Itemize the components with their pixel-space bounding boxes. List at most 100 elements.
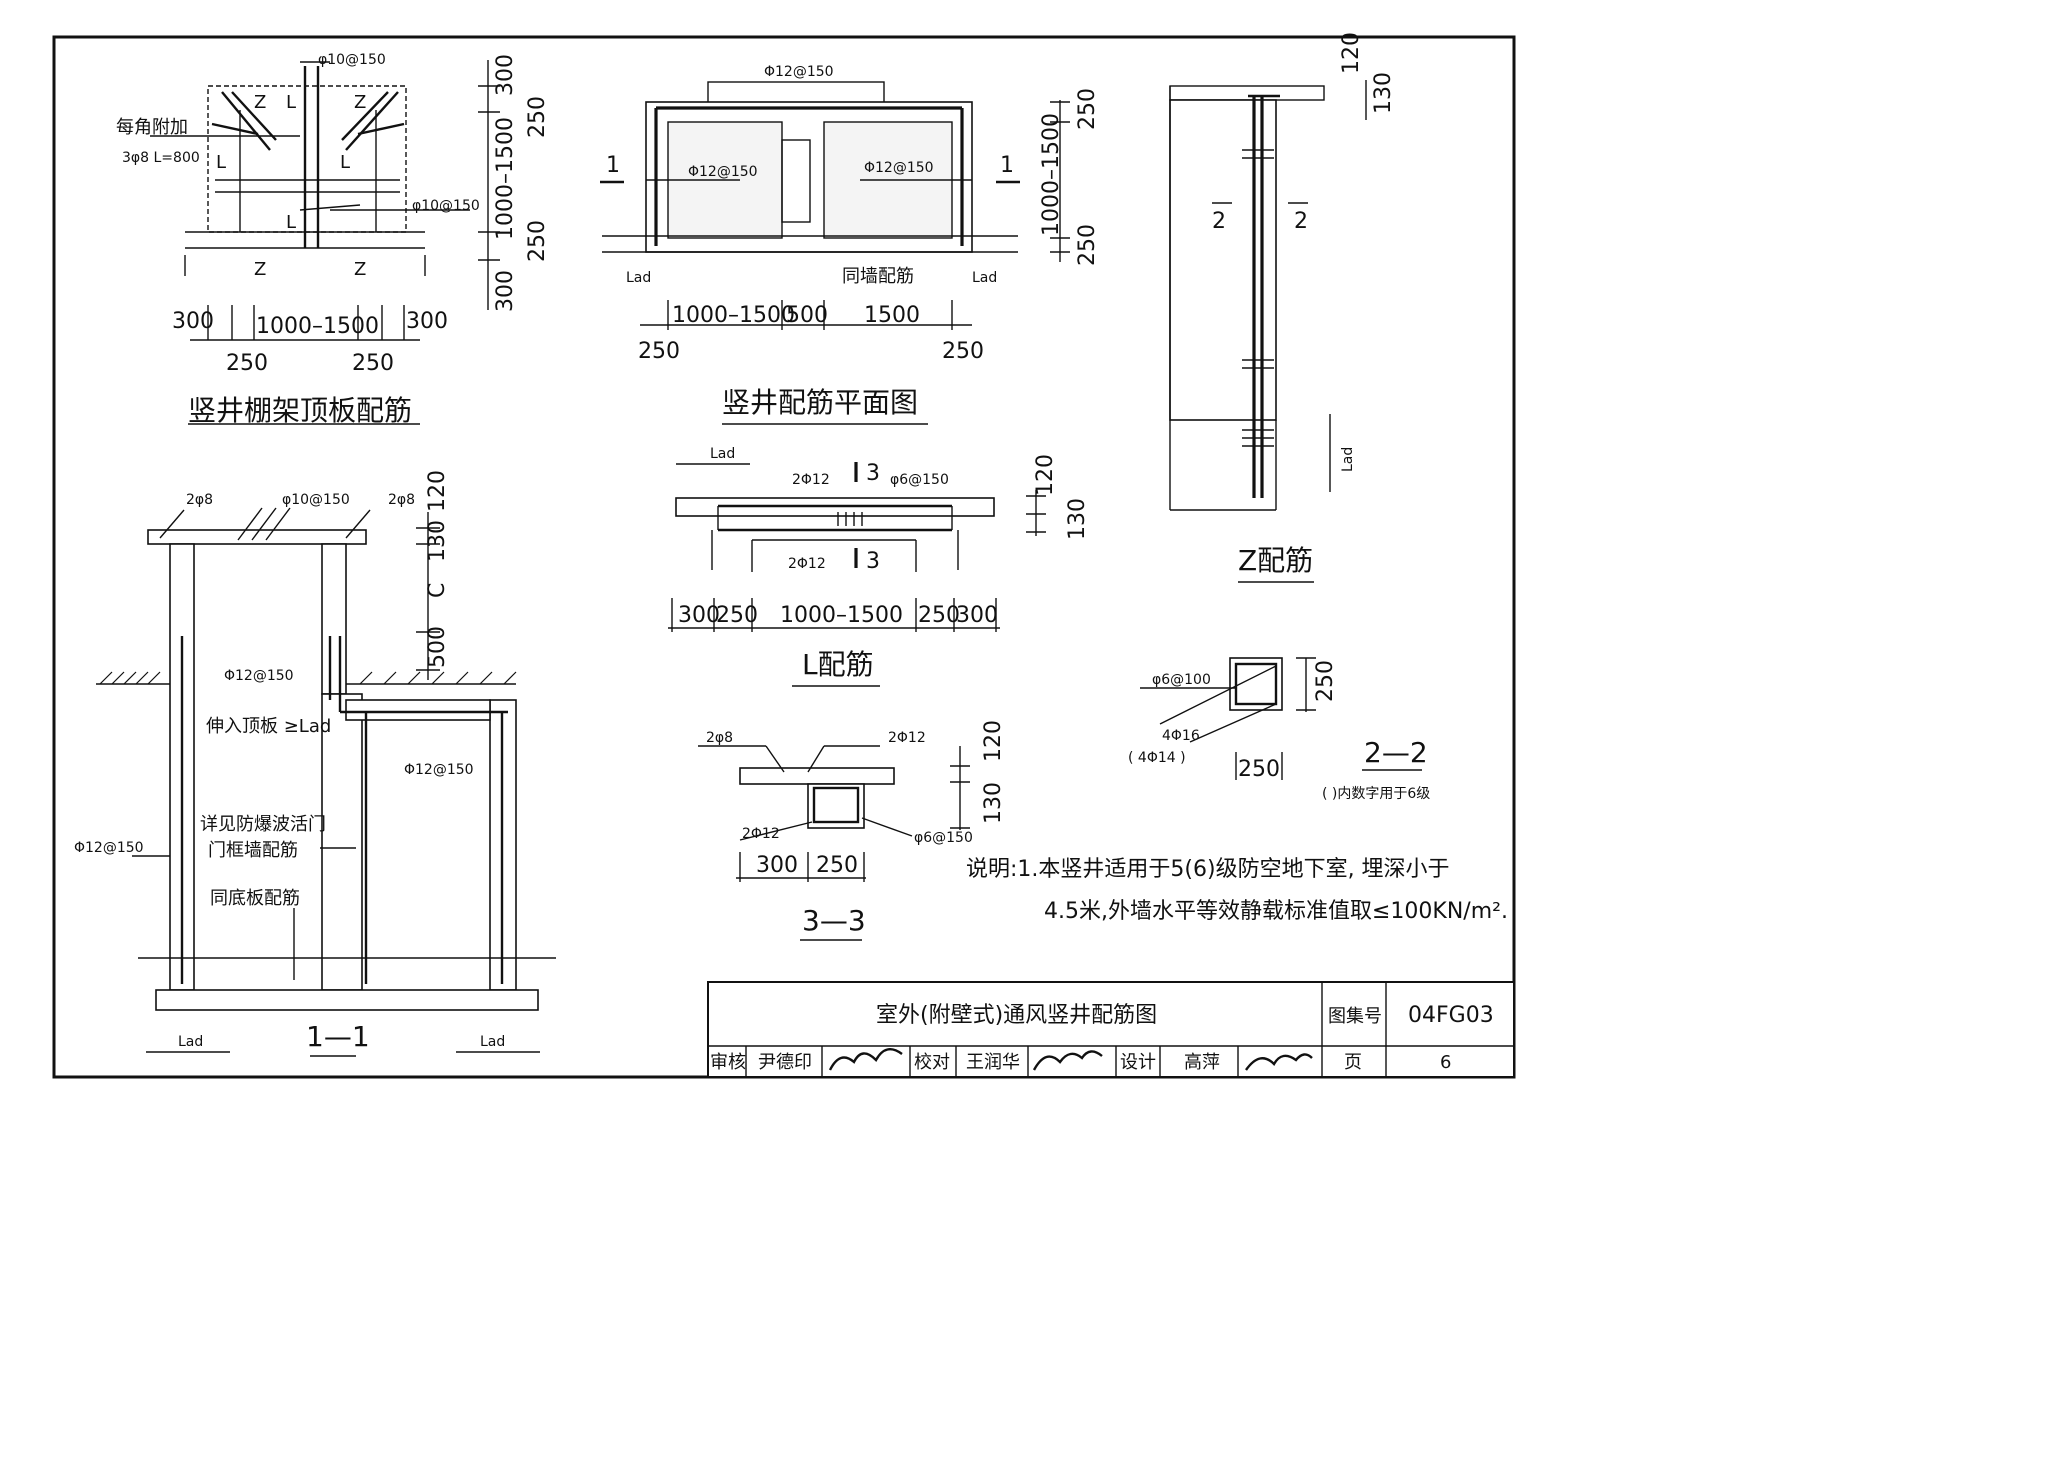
plan-dim-250b: 250 <box>942 339 984 364</box>
review-label: 审核 <box>710 1052 746 1073</box>
roof-label-l-left: L <box>216 152 226 173</box>
lbar-vdim-130: 130 <box>1065 498 1090 540</box>
roof-label-z1: Z <box>254 92 266 113</box>
zbar-dim-120: 120 <box>1339 32 1364 74</box>
page-number: 6 <box>1440 1052 1451 1073</box>
s11-shaft-wall <box>321 543 347 695</box>
s11-vdim-120: 120 <box>425 470 450 512</box>
s22-dim-width: 250 <box>1238 757 1280 782</box>
checker-signature <box>1032 1050 1103 1071</box>
lbar-section-mark-top: 3 <box>866 461 880 486</box>
lbar-rebar-stirrup: φ6@150 <box>890 472 949 488</box>
drawing-sheet: φ10@150 每角附加 3φ8 L=800 φ10@150 Z L Z L L… <box>52 32 1516 1079</box>
roof-corner-note-1: 每角附加 <box>116 117 188 138</box>
roof-vdim-250a: 250 <box>525 96 550 138</box>
roof-label-z-br: Z <box>354 259 366 280</box>
plan-title: 竖井配筋平面图 <box>722 386 918 419</box>
lbar-rebar-2phi12-top: 2Φ12 <box>792 472 830 488</box>
atlas-label: 图集号 <box>1328 1006 1382 1027</box>
plan-dim-250a: 250 <box>638 339 680 364</box>
roof-dim-250a: 250 <box>226 351 268 376</box>
section-3-3-detail <box>698 745 970 941</box>
s11-rebar-phi12-a: Φ12@150 <box>224 668 294 684</box>
zbar-section-mark-right: 2 <box>1294 209 1308 234</box>
s33-vdim-120: 120 <box>981 720 1006 762</box>
lbar-title: L配筋 <box>802 648 874 681</box>
lbar-vdim-120: 120 <box>1033 454 1058 496</box>
roof-vdim-range: 1000–1500 <box>493 117 518 240</box>
s11-into-roof-note: 伸入顶板 ≥Lad <box>206 716 331 737</box>
s33-beam <box>807 783 865 829</box>
roof-label-z-bl: Z <box>254 259 266 280</box>
s22-dim-height: 250 <box>1313 660 1338 702</box>
plan-rebar-right: Φ12@150 <box>864 160 934 176</box>
lbar-dim-range: 1000–1500 <box>780 603 903 628</box>
checker-name: 王润华 <box>966 1052 1020 1073</box>
roof-rebar-top: φ10@150 <box>318 52 386 68</box>
s11-roof-slab <box>147 529 367 545</box>
s22-stirrup <box>1234 662 1278 706</box>
s11-vdim-500: 500 <box>425 626 450 668</box>
page-label: 页 <box>1344 1052 1362 1073</box>
s22-rebar-stirrup: φ6@100 <box>1152 672 1211 688</box>
plan-vdim-range: 1000–1500 <box>1039 113 1064 236</box>
designer-signature <box>1245 1053 1313 1071</box>
lbar-section-mark-bottom: 3 <box>866 549 880 574</box>
zbar-title: Z配筋 <box>1238 544 1313 577</box>
s22-title: 2—2 <box>1364 736 1428 769</box>
plan-rebar-top: Φ12@150 <box>764 64 834 80</box>
plan-vdim-250b: 250 <box>1075 224 1100 266</box>
plan-dim-range: 1000–1500 <box>672 303 795 328</box>
title-block <box>707 981 1515 1078</box>
zbar-wall <box>1169 99 1277 421</box>
notes-line-2: 4.5米,外墙水平等效静载标准值取≤100KN/m². <box>1044 899 1508 924</box>
roof-title: 竖井棚架顶板配筋 <box>188 394 412 427</box>
roof-vdim-250b: 250 <box>525 220 550 262</box>
lbar-dim-250a: 250 <box>716 603 758 628</box>
check-label: 校对 <box>914 1052 950 1073</box>
reviewer-name: 尹德印 <box>758 1052 812 1073</box>
roof-vdim-300b: 300 <box>493 270 518 312</box>
s11-door-note-1: 详见防爆波活门 <box>200 814 326 835</box>
s33-rebar-2phi12-bottom: 2Φ12 <box>742 826 780 842</box>
roof-dim-300a: 300 <box>172 309 214 334</box>
s11-lad-left: Lad <box>178 1034 203 1050</box>
s33-rebar-2phi12-top: 2Φ12 <box>888 730 926 746</box>
s11-floor-note: 同底板配筋 <box>210 888 300 909</box>
s33-rebar-2phi8: 2φ8 <box>706 730 733 746</box>
plan-section-mark-left: 1 <box>606 153 620 178</box>
s33-stirrup <box>812 786 860 824</box>
zbar-lad: Lad <box>1340 447 1356 472</box>
s33-title: 3—3 <box>802 904 866 937</box>
s11-rebar-2phi8-left: 2φ8 <box>186 492 213 508</box>
roof-dim-300b: 300 <box>406 309 448 334</box>
reviewer-signature <box>828 1048 903 1071</box>
zbar-slab <box>1169 85 1325 101</box>
lbar-detail <box>668 462 1046 687</box>
s11-floor-slab <box>155 989 539 1011</box>
notes-line-1: 说明:1.本竖井适用于5(6)级防空地下室, 埋深小于 <box>966 857 1450 882</box>
plan-lad-right: Lad <box>972 270 997 286</box>
s11-rebar-phi12-b: Φ12@150 <box>404 762 474 778</box>
section-2-2-detail <box>1140 657 1422 780</box>
s22-column <box>1229 657 1283 711</box>
lbar-rebar-2phi12-bottom: 2Φ12 <box>788 556 826 572</box>
plan-door <box>781 139 811 223</box>
design-label: 设计 <box>1120 1052 1156 1073</box>
designer-name: 高萍 <box>1184 1052 1220 1073</box>
plan-rebar-left: Φ12@150 <box>688 164 758 180</box>
s22-rebar-main-grade6: ( 4Φ14 ) <box>1128 750 1186 766</box>
roof-dim-range: 1000–1500 <box>256 314 379 339</box>
lbar-lad: Lad <box>710 446 735 462</box>
plan-lad-left: Lad <box>626 270 651 286</box>
s33-vdim-130: 130 <box>981 782 1006 824</box>
roof-slab-detail <box>150 60 500 425</box>
s11-title: 1—1 <box>306 1020 370 1053</box>
zbar-dim-130: 130 <box>1371 72 1396 114</box>
s11-shaft-wall-lower <box>321 693 363 991</box>
roof-label-l1: L <box>286 92 296 113</box>
s33-slab <box>739 767 895 785</box>
lbar-dim-300a: 300 <box>678 603 720 628</box>
plan-detail <box>600 81 1070 425</box>
section-1-1-detail <box>96 507 556 1057</box>
